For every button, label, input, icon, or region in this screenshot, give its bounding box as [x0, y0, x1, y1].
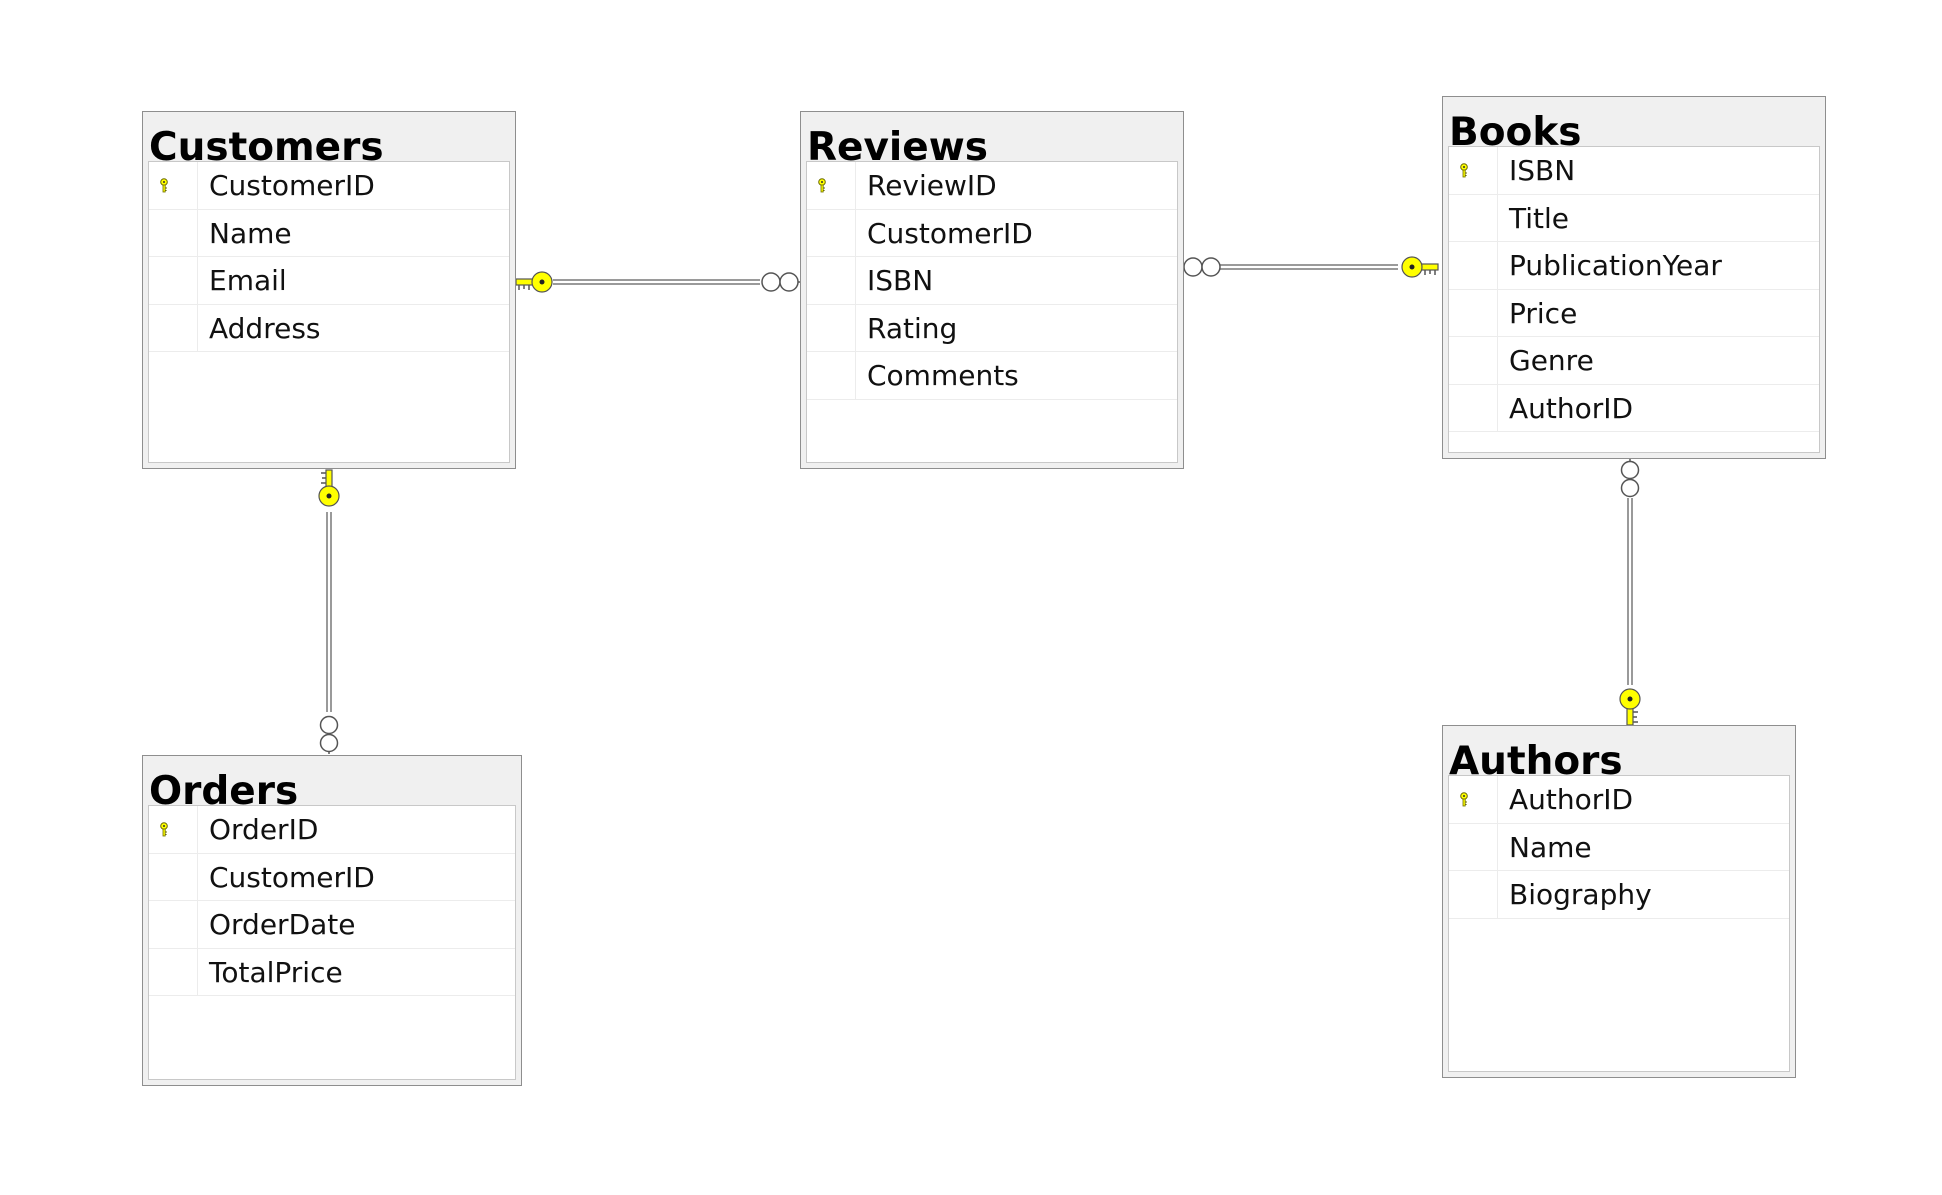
many-end-icon: [1180, 257, 1221, 277]
key-icon: [1619, 688, 1641, 726]
table-title: Reviews: [807, 125, 988, 170]
column-row[interactable]: Title: [1449, 194, 1819, 242]
column-row[interactable]: AuthorID: [1449, 384, 1819, 432]
column-name: CustomerID: [209, 169, 375, 202]
column-name: OrderID: [209, 813, 319, 846]
table-title: Customers: [149, 125, 384, 170]
column-row[interactable]: TotalPrice: [149, 948, 515, 996]
column-row[interactable]: Email: [149, 257, 509, 305]
column-name: TotalPrice: [209, 955, 343, 989]
column-name: CustomerID: [209, 860, 375, 894]
column-name: ReviewID: [867, 169, 997, 202]
column-row[interactable]: PublicationYear: [1449, 242, 1819, 290]
table-title: Orders: [149, 769, 299, 814]
column-row[interactable]: Rating: [807, 304, 1177, 352]
many-end-icon: [319, 715, 339, 754]
primary-key-icon: [160, 178, 168, 193]
column-row[interactable]: Genre: [1449, 337, 1819, 385]
column-row[interactable]: Price: [1449, 289, 1819, 337]
column-row[interactable]: OrderID: [149, 806, 515, 854]
column-name: Rating: [867, 311, 958, 345]
column-name: ISBN: [867, 264, 934, 297]
column-name: OrderDate: [209, 908, 356, 941]
column-name: Biography: [1509, 878, 1652, 911]
relationship-books-reviews[interactable]: [1180, 256, 1439, 278]
primary-key-icon: [160, 822, 168, 837]
column-row[interactable]: ISBN: [807, 257, 1177, 305]
many-end-icon: [1620, 459, 1640, 498]
column-name: Genre: [1509, 344, 1594, 377]
column-row[interactable]: ISBN: [1449, 147, 1819, 195]
column-row[interactable]: CustomerID: [149, 162, 509, 210]
column-name: CustomerID: [867, 216, 1033, 250]
table-title: Authors: [1449, 739, 1623, 784]
column-name: Address: [209, 311, 321, 345]
column-name: AuthorID: [1509, 391, 1634, 425]
column-row[interactable]: CustomerID: [807, 209, 1177, 257]
key-icon: [1401, 256, 1439, 278]
key-icon: [515, 271, 553, 293]
column-row[interactable]: AuthorID: [1449, 776, 1789, 824]
column-name: Name: [1509, 830, 1592, 864]
column-row[interactable]: Name: [1449, 823, 1789, 871]
column-name: Price: [1509, 296, 1578, 330]
table-title: Books: [1449, 110, 1582, 155]
column-row[interactable]: ReviewID: [807, 162, 1177, 210]
column-name: Title: [1509, 201, 1570, 235]
relationship-customers-reviews[interactable]: [515, 271, 802, 293]
column-row[interactable]: Name: [149, 209, 509, 257]
column-name: Comments: [867, 359, 1019, 392]
column-row[interactable]: Comments: [807, 352, 1177, 400]
column-row[interactable]: CustomerID: [149, 853, 515, 901]
relationship-customers-orders[interactable]: [318, 469, 340, 754]
primary-key-icon: [1460, 163, 1468, 178]
column-row[interactable]: Address: [149, 304, 509, 352]
column-name: AuthorID: [1509, 783, 1634, 816]
primary-key-icon: [1460, 792, 1468, 807]
column-name: ISBN: [1509, 154, 1576, 187]
relationship-authors-books[interactable]: [1619, 459, 1641, 726]
column-name: Name: [209, 216, 292, 250]
primary-key-icon: [818, 178, 826, 193]
column-name: Email: [209, 264, 287, 297]
column-name: PublicationYear: [1509, 249, 1722, 282]
many-end-icon: [761, 272, 802, 292]
column-row[interactable]: Biography: [1449, 871, 1789, 919]
column-row[interactable]: OrderDate: [149, 901, 515, 949]
key-icon: [318, 469, 340, 507]
